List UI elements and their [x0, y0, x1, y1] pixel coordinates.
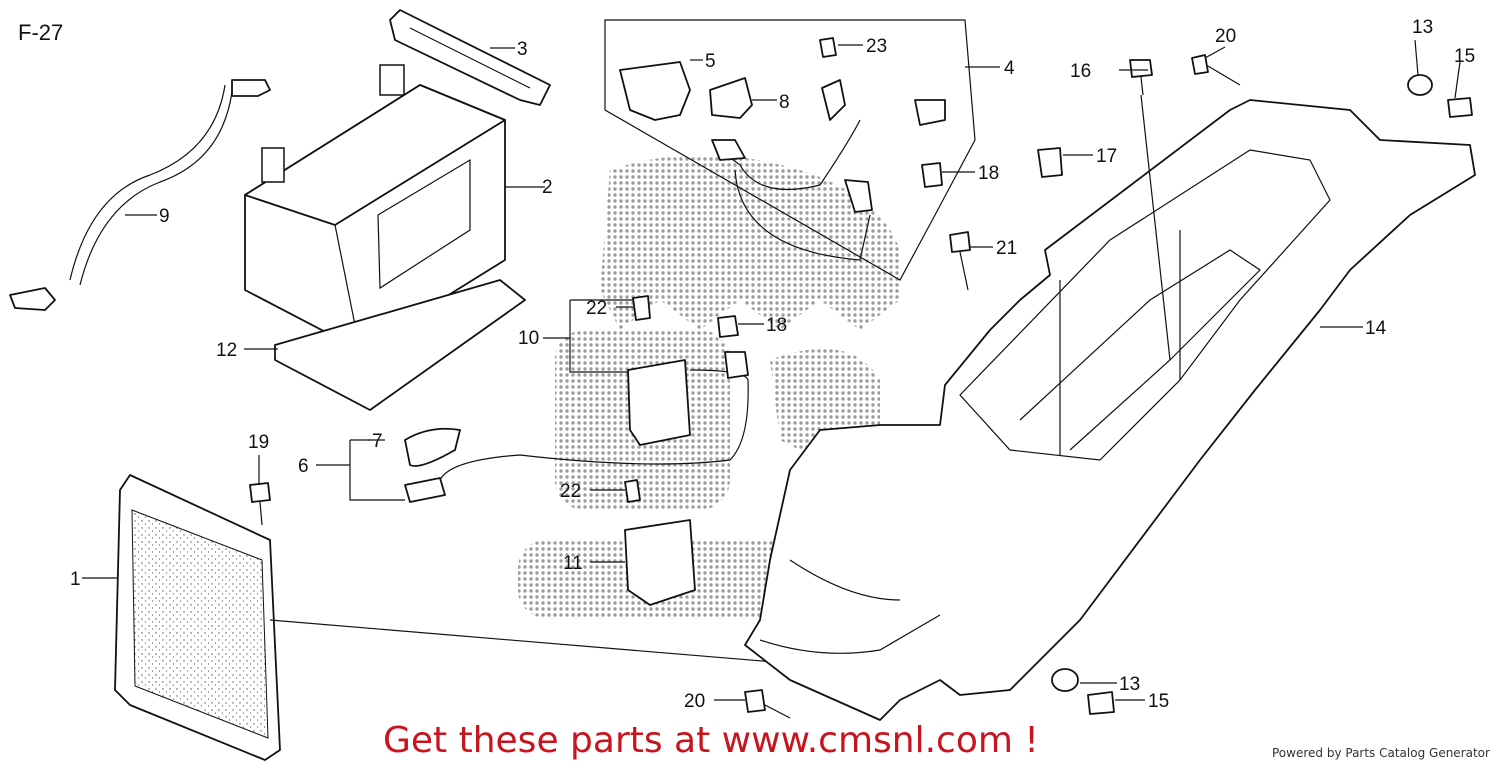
cover-8: [709, 77, 753, 119]
callout-18-upper: 18: [978, 163, 999, 184]
callout-15-upper: 15: [1454, 46, 1475, 67]
callout-5: 5: [705, 51, 716, 72]
bolt-18-lower: [717, 315, 739, 338]
battery-cable-9: [9, 79, 271, 311]
cable-bracket-6: [349, 439, 405, 501]
callout-23: 23: [866, 36, 887, 57]
callout-15-lower: 15: [1148, 691, 1169, 712]
callout-18-lower: 18: [766, 315, 787, 336]
collar-15-lower: [1087, 691, 1115, 715]
callout-4: 4: [1004, 58, 1015, 79]
callout-1: 1: [70, 569, 81, 590]
callout-8: 8: [779, 92, 790, 113]
get-parts-link[interactable]: Get these parts at www.cmsnl.com !: [383, 720, 1039, 761]
callout-2: 2: [542, 177, 553, 198]
grommet-13-lower: [1051, 668, 1079, 692]
callout-17: 17: [1096, 146, 1117, 167]
leader-lines: [82, 39, 1461, 701]
starter-relay-10: [404, 295, 749, 503]
powered-by-text: Powered by Parts Catalog Generator: [1272, 746, 1490, 760]
callout-19: 19: [248, 432, 269, 453]
callouts: 1 2 3 4 5 6 7 8 9 10 11 12 13 13 14 15 1…: [70, 17, 1475, 712]
bolt-20-lower: [744, 689, 791, 719]
callout-11: 11: [563, 553, 583, 574]
callout-6: 6: [298, 456, 309, 477]
callout-20-upper: 20: [1215, 26, 1236, 47]
bolt-21: [949, 231, 971, 291]
callout-9: 9: [159, 206, 170, 227]
screw-19: [249, 482, 271, 526]
callout-13-lower: 13: [1119, 674, 1140, 695]
callout-7: 7: [372, 431, 383, 452]
bolt-20-upper: [1191, 54, 1241, 86]
relay-cover-11: [624, 519, 696, 606]
fuse-23: [819, 37, 837, 58]
battery-tray-14: [744, 99, 1476, 721]
callout-20-lower: 20: [684, 691, 705, 712]
callout-16: 16: [1070, 61, 1091, 82]
diagram-code: F-27: [18, 20, 63, 45]
callout-22-upper: 22: [586, 298, 607, 319]
battery-2: [244, 64, 506, 351]
callout-12: 12: [216, 340, 237, 361]
callout-13-upper: 13: [1412, 17, 1433, 38]
terminal-cap-7: [404, 427, 461, 467]
bolt-16: [1129, 59, 1171, 361]
callout-10: 10: [518, 328, 539, 349]
callout-22-lower: 22: [560, 481, 581, 502]
seal-sheet-1: [114, 474, 871, 761]
callout-3: 3: [517, 39, 528, 60]
battery-band-3: [389, 9, 551, 106]
callout-14: 14: [1365, 318, 1387, 339]
harness-bracket-4: [604, 19, 976, 281]
bolt-18-upper: [921, 162, 943, 188]
cover-5: [619, 61, 691, 121]
collar-17: [1037, 147, 1063, 178]
collar-15-upper: [1447, 97, 1473, 118]
battery-pad-12: [274, 279, 526, 411]
grommet-13-upper: [1407, 74, 1433, 96]
callout-21: 21: [996, 238, 1017, 259]
